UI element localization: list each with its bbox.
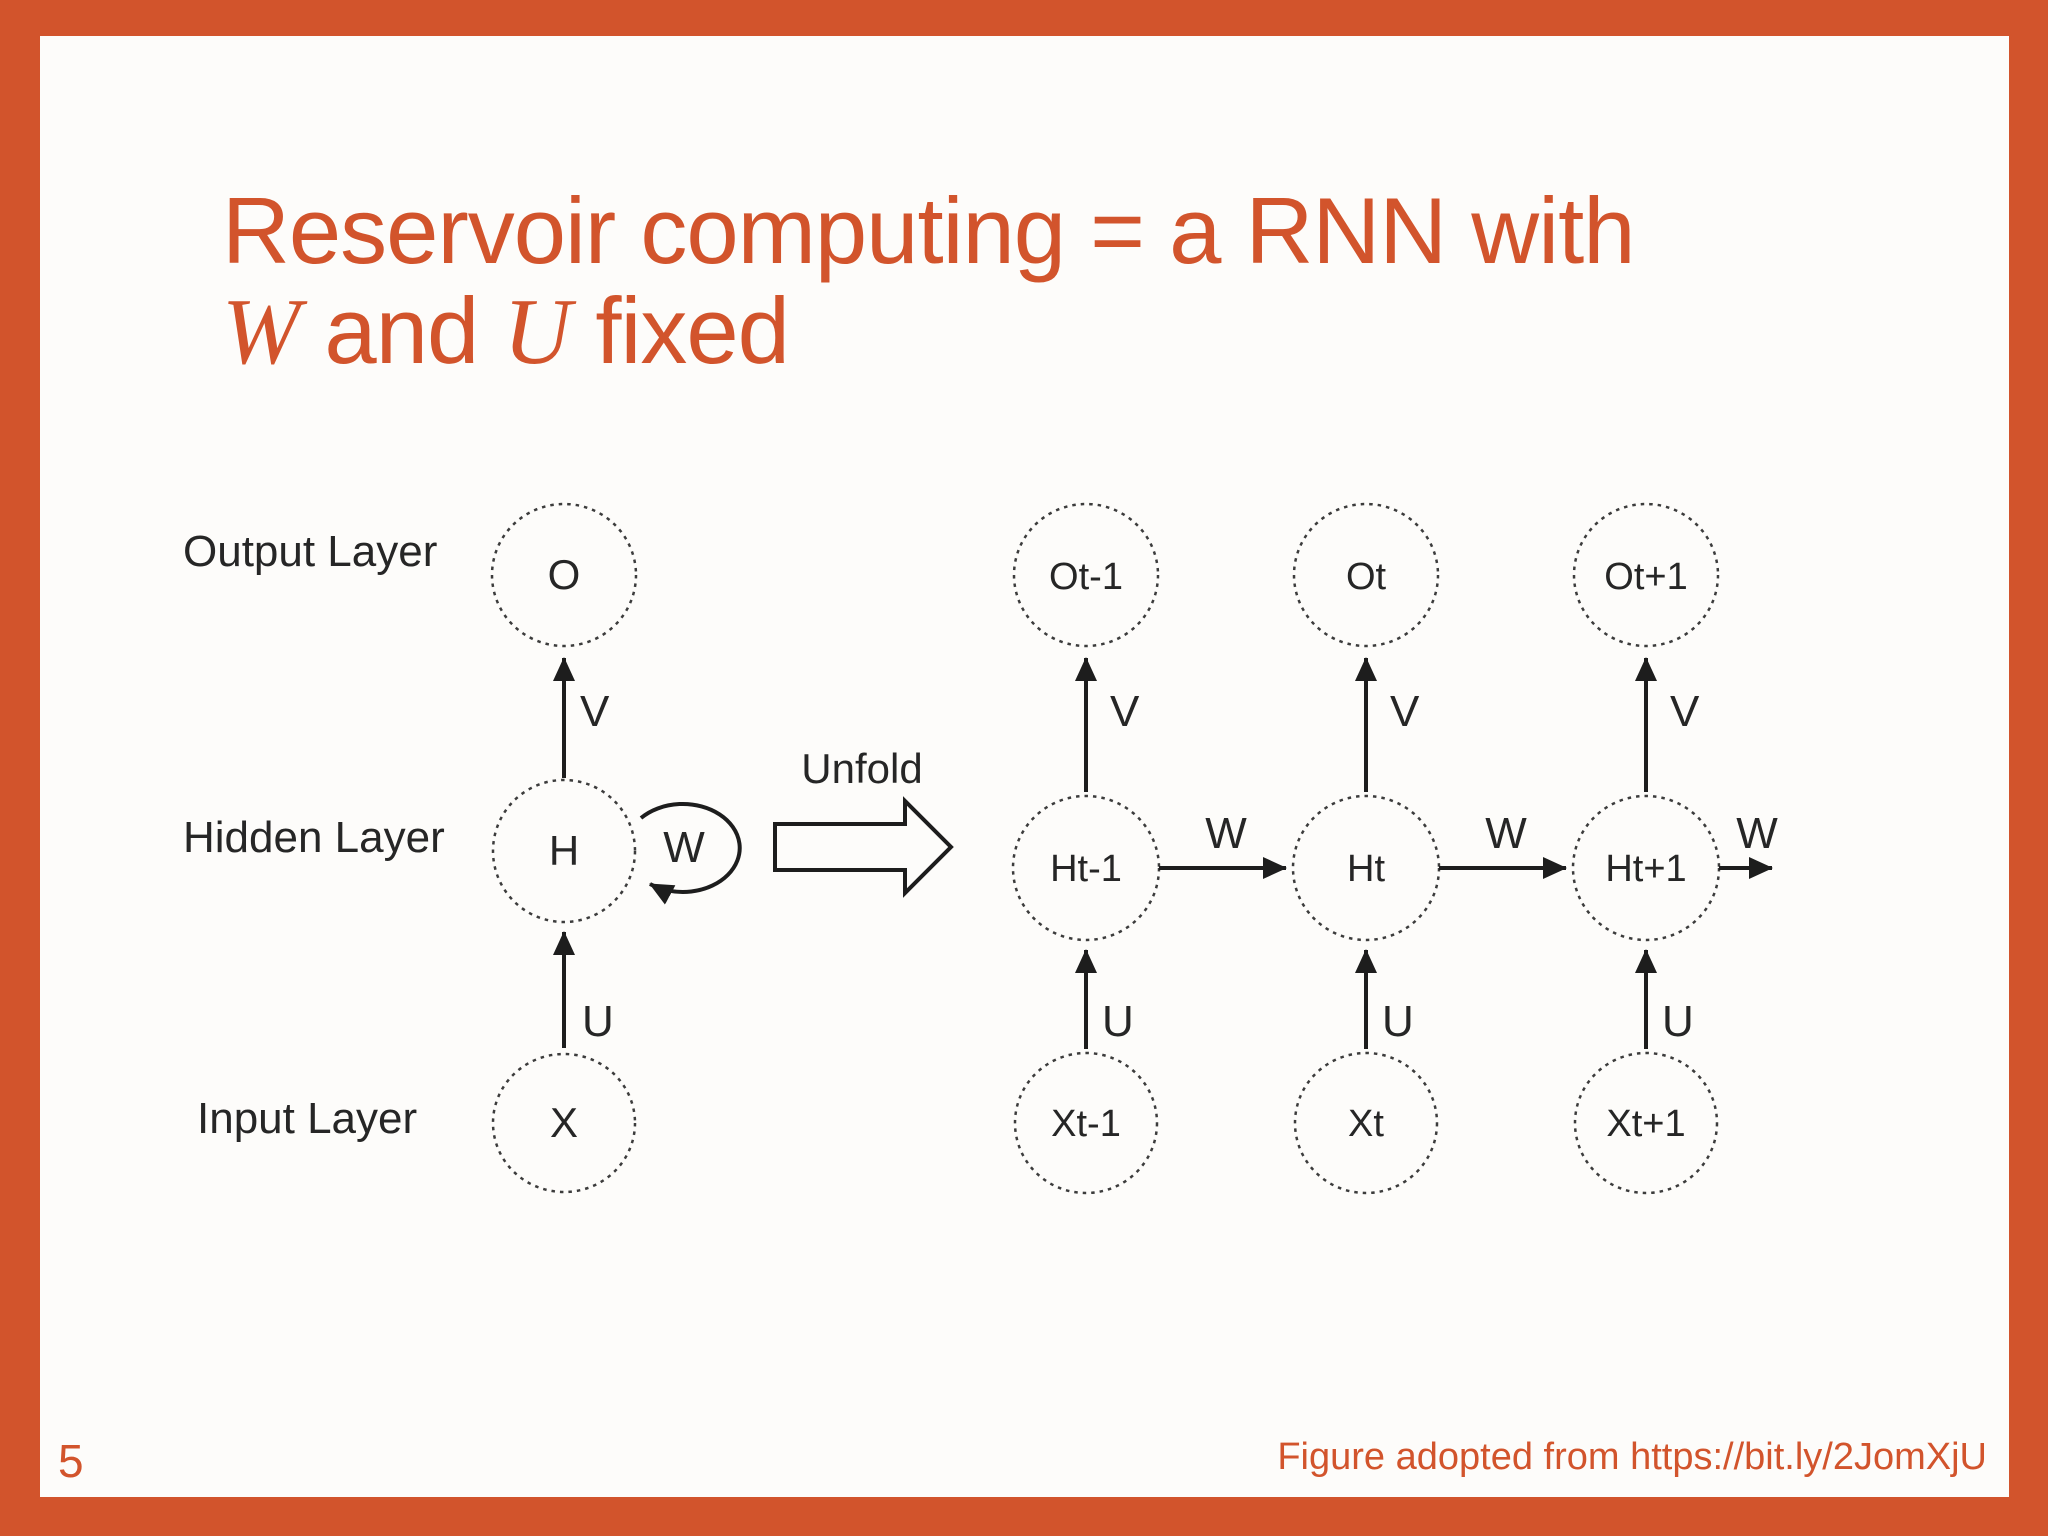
slide-title: Reservoir computing = a RNN with W and U…: [222, 181, 1962, 382]
v-weight-label: V: [1670, 687, 1700, 736]
title-symbol-u: U: [503, 279, 571, 384]
v-weight-label: V: [1390, 687, 1420, 736]
output-node-t-minus-1: [1012, 502, 1160, 648]
page-number: 5: [58, 1435, 84, 1487]
u-weight-label: U: [1662, 997, 1694, 1046]
output-node-label: Ot+1: [1604, 556, 1687, 598]
input-node-t-plus-1: [1573, 1051, 1719, 1195]
title-symbol-w: W: [222, 279, 300, 384]
input-node-label: Xt: [1348, 1103, 1384, 1145]
w-weight-label: W: [1736, 809, 1778, 858]
title-and: and: [299, 277, 504, 383]
input-node-label: Xt+1: [1606, 1103, 1685, 1145]
folded-hidden-node-label: H: [549, 827, 579, 874]
unfolded-column-t: Ot Ht Xt V U W: [1291, 502, 1567, 1195]
title-line-1: Reservoir computing = a RNN with: [222, 177, 1635, 283]
folded-network: O H X V U W: [490, 502, 742, 1194]
output-node-label: Ot: [1346, 556, 1387, 598]
u-weight-label: U: [1382, 997, 1414, 1046]
unfold-label: Unfold: [801, 745, 922, 792]
u-weight-label: U: [582, 997, 614, 1046]
w-self-loop-arrow: [639, 802, 742, 905]
hidden-node-label: Ht-1: [1050, 848, 1122, 890]
w-weight-label: W: [1205, 809, 1247, 858]
u-weight-label: U: [1102, 997, 1134, 1046]
figure-credit: Figure adopted from https://bit.ly/2JomX…: [1277, 1436, 1987, 1478]
output-node-label: Ot-1: [1049, 556, 1123, 598]
slide-content-area: Reservoir computing = a RNN with W and U…: [40, 36, 2009, 1497]
w-weight-label: W: [1485, 809, 1527, 858]
unfolded-column-t-plus-1: Ot+1 Ht+1 Xt+1 V U W: [1571, 502, 1778, 1195]
input-node-t-minus-1: [1013, 1051, 1159, 1195]
v-weight-label: V: [1110, 687, 1140, 736]
hidden-node-label: Ht: [1347, 848, 1385, 890]
input-node-t: [1293, 1051, 1439, 1195]
v-weight-label: V: [580, 687, 610, 736]
folded-hidden-node: [491, 778, 637, 924]
hidden-node-label: Ht+1: [1605, 848, 1686, 890]
folded-output-node-label: O: [548, 551, 581, 598]
output-node-t: [1292, 502, 1440, 648]
w-weight-label: W: [663, 823, 705, 872]
input-layer-label: Input Layer: [197, 1094, 417, 1143]
folded-input-node-label: X: [550, 1099, 578, 1146]
unfolded-column-t-minus-1: Ot-1 Ht-1 Xt-1 V U W: [1011, 502, 1287, 1195]
rnn-unfold-diagram: Output Layer Hidden Layer Input Layer O …: [183, 502, 1778, 1195]
output-node-t-plus-1: [1572, 502, 1720, 648]
folded-input-node: [491, 1052, 637, 1194]
output-layer-label: Output Layer: [183, 527, 437, 576]
folded-output-node: [490, 502, 638, 648]
title-fixed: fixed: [570, 277, 790, 383]
unfold-block-arrow: [773, 796, 954, 898]
input-node-label: Xt-1: [1051, 1103, 1121, 1145]
unfold-indicator: Unfold: [773, 745, 954, 898]
hidden-layer-label: Hidden Layer: [183, 813, 445, 862]
